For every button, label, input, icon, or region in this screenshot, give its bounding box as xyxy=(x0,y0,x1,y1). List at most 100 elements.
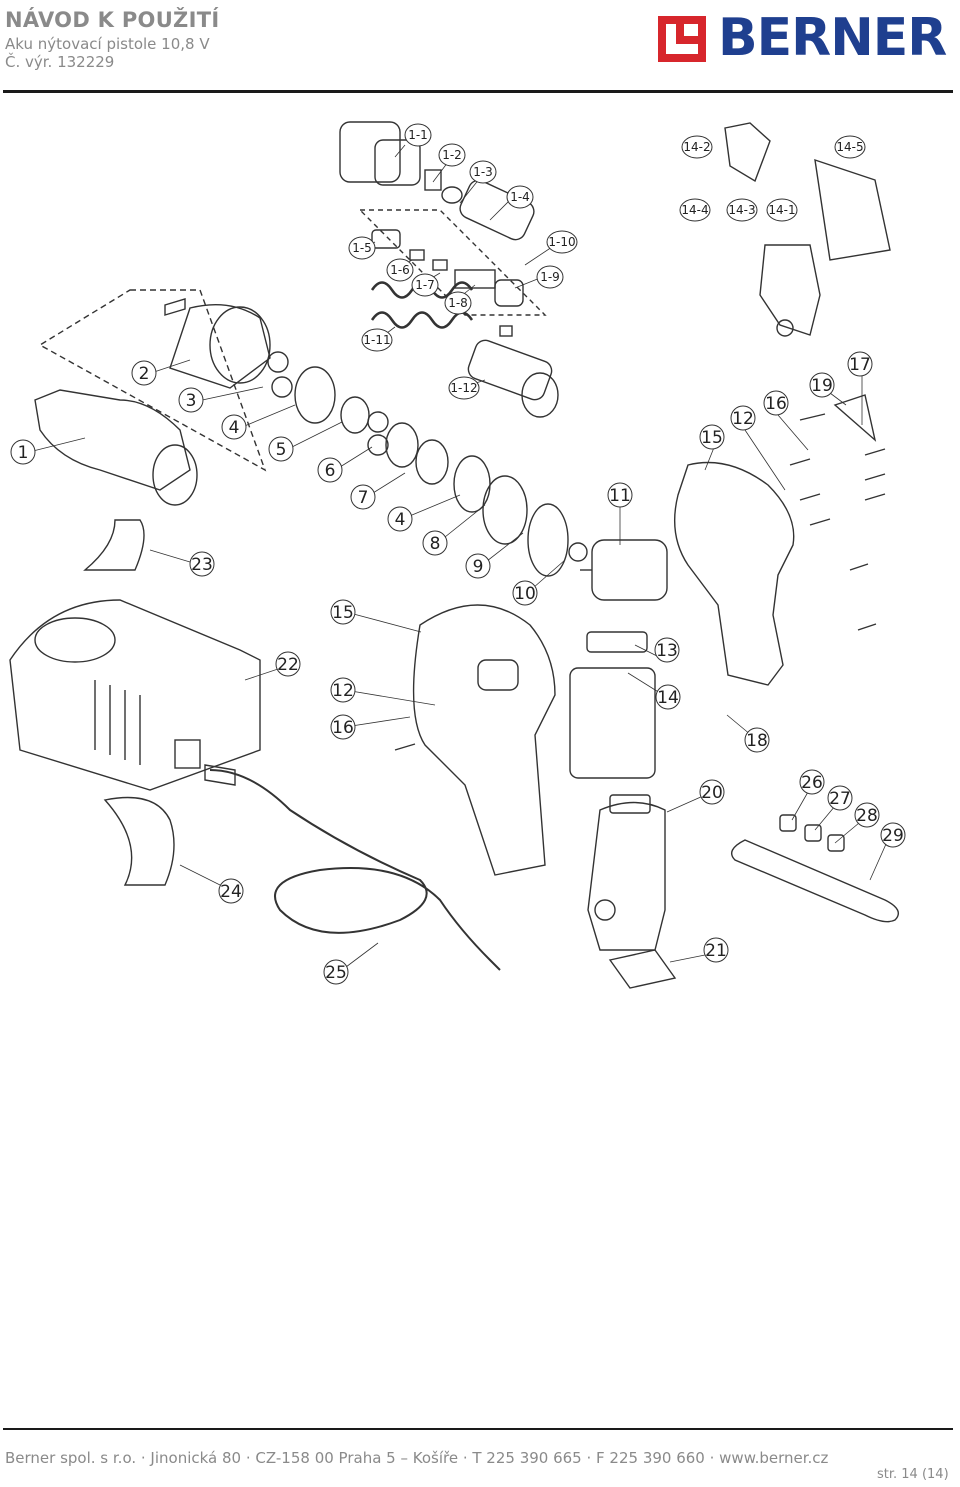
svg-text:29: 29 xyxy=(882,826,904,846)
product-number: Č. výr. 132229 xyxy=(5,53,115,71)
nose-assembly-drawing xyxy=(339,121,559,418)
callout-1-11: 1-11 xyxy=(361,328,393,352)
callout-1-10: 1-10 xyxy=(546,230,578,254)
housing-drawing xyxy=(34,389,198,506)
callout-1-6: 1-6 xyxy=(386,258,414,282)
callout-4: 4 xyxy=(221,414,247,440)
svg-text:24: 24 xyxy=(220,882,242,902)
callout-22: 22 xyxy=(275,651,301,677)
svg-text:12: 12 xyxy=(332,681,354,701)
callout-7: 7 xyxy=(350,484,376,510)
callout-2: 2 xyxy=(131,360,157,386)
callout-3: 3 xyxy=(178,387,204,413)
callout-14: 14 xyxy=(655,684,681,710)
svg-text:1-7: 1-7 xyxy=(415,278,435,292)
header-rule xyxy=(3,90,953,93)
svg-text:26: 26 xyxy=(801,773,823,793)
svg-text:9: 9 xyxy=(473,557,484,577)
callout-27: 27 xyxy=(827,785,853,811)
leader-lines xyxy=(24,144,891,974)
gearbox-drawing xyxy=(38,289,588,577)
screws-drawing xyxy=(394,394,886,751)
svg-text:28: 28 xyxy=(856,806,878,826)
callout-14-5: 14-5 xyxy=(834,135,866,159)
callout-1-9: 1-9 xyxy=(536,265,564,289)
svg-text:6: 6 xyxy=(325,461,336,481)
callout-9: 9 xyxy=(465,553,491,579)
page-number: str. 14 (14) xyxy=(877,1467,949,1482)
svg-text:11: 11 xyxy=(609,486,631,506)
berner-logo: BERNER xyxy=(658,8,954,68)
svg-text:27: 27 xyxy=(829,789,851,809)
svg-text:4: 4 xyxy=(229,418,240,438)
callout-20: 20 xyxy=(699,779,725,805)
svg-text:13: 13 xyxy=(656,641,678,661)
svg-text:2: 2 xyxy=(139,364,150,384)
callout-1-2: 1-2 xyxy=(438,143,466,167)
svg-text:7: 7 xyxy=(358,488,369,508)
cable-drawing xyxy=(204,764,501,971)
svg-text:19: 19 xyxy=(811,376,833,396)
wrench-drawing xyxy=(731,814,899,923)
svg-text:14-3: 14-3 xyxy=(728,203,755,217)
svg-text:12: 12 xyxy=(732,409,754,429)
svg-text:23: 23 xyxy=(191,555,213,575)
callout-28: 28 xyxy=(854,802,880,828)
callout-15b: 15 xyxy=(330,599,356,625)
callout-1-1: 1-1 xyxy=(404,123,432,147)
callout-4b: 4 xyxy=(387,506,413,532)
svg-text:1-1: 1-1 xyxy=(408,128,428,142)
svg-text:1-6: 1-6 xyxy=(390,263,410,277)
right-housing-half-drawing xyxy=(673,461,795,686)
svg-text:14-4: 14-4 xyxy=(681,203,708,217)
callout-16b: 16 xyxy=(330,714,356,740)
callout-17: 17 xyxy=(847,351,873,377)
svg-text:1-10: 1-10 xyxy=(548,235,575,249)
berner-logo-text: BERNER xyxy=(718,8,947,68)
svg-text:8: 8 xyxy=(430,534,441,554)
control-board-drawing xyxy=(569,631,656,779)
svg-text:1: 1 xyxy=(18,443,29,463)
callout-1-3: 1-3 xyxy=(469,160,497,184)
callout-19: 19 xyxy=(809,372,835,398)
callout-21: 21 xyxy=(703,937,729,963)
battery-drawing xyxy=(587,794,666,951)
callout-14-1: 14-1 xyxy=(766,198,798,222)
callout-1: 1 xyxy=(10,439,36,465)
svg-text:1-11: 1-11 xyxy=(363,333,390,347)
callout-14-4: 14-4 xyxy=(679,198,711,222)
callout-26: 26 xyxy=(799,769,825,795)
callout-14-3: 14-3 xyxy=(726,198,758,222)
svg-text:25: 25 xyxy=(325,963,347,983)
callout-24: 24 xyxy=(218,878,244,904)
callout-5: 5 xyxy=(268,436,294,462)
svg-text:14-5: 14-5 xyxy=(836,140,863,154)
page-header: NÁVOD K POUŽITÍ Aku nýtovací pistole 10,… xyxy=(0,0,960,95)
svg-text:15: 15 xyxy=(701,428,723,448)
svg-text:10: 10 xyxy=(514,584,536,604)
callout-25: 25 xyxy=(323,959,349,985)
callout-29: 29 xyxy=(880,822,906,848)
svg-text:22: 22 xyxy=(277,655,299,675)
charger-drawing xyxy=(9,599,261,791)
callout-1-7: 1-7 xyxy=(411,273,439,297)
tool-drawing xyxy=(412,604,556,876)
footer-rule xyxy=(3,1428,953,1430)
callouts-nose: 1-1 1-2 1-3 1-4 1-5 1-6 1-7 1-8 1-9 1-10… xyxy=(348,123,866,400)
callout-12b: 12 xyxy=(330,677,356,703)
svg-text:20: 20 xyxy=(701,783,723,803)
callout-1-12: 1-12 xyxy=(448,376,480,400)
svg-text:14: 14 xyxy=(657,688,679,708)
svg-text:14-1: 14-1 xyxy=(768,203,795,217)
svg-text:1-5: 1-5 xyxy=(352,241,372,255)
motor-drawing xyxy=(580,539,668,601)
callout-10: 10 xyxy=(512,580,538,606)
svg-text:1-9: 1-9 xyxy=(540,270,560,284)
document-title: NÁVOD K POUŽITÍ xyxy=(5,8,220,32)
callout-8: 8 xyxy=(422,530,448,556)
callout-14-2: 14-2 xyxy=(681,135,713,159)
svg-text:1-4: 1-4 xyxy=(510,190,530,204)
svg-text:5: 5 xyxy=(276,440,287,460)
svg-text:16: 16 xyxy=(332,718,354,738)
callout-11: 11 xyxy=(607,482,633,508)
